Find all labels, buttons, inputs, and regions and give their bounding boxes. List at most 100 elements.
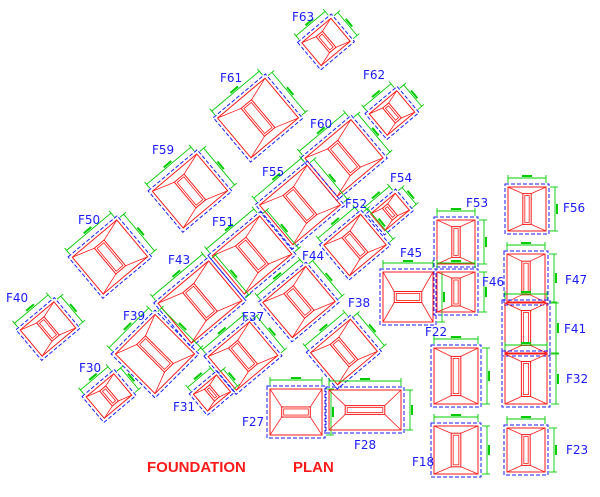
pedestal-inner [384,105,400,121]
pcc-outline [212,73,304,163]
pcc-outline [81,368,137,424]
pedestal-outline [451,226,461,258]
slope-line [316,204,341,215]
pcc-outline [153,255,247,349]
slope-line [338,318,351,338]
slope-line [506,427,522,435]
pedestal-inner [237,239,267,271]
pedestal-inner [176,176,204,206]
footing-label-f31: F31 [173,400,195,414]
dimension-tick [380,343,387,350]
footing-f46 [433,260,487,316]
slope-line [328,389,346,406]
dimension-line-width [211,70,260,112]
footing-label-f47: F47 [565,273,587,287]
pedestal-inner [524,195,530,223]
footing-label-f23: F23 [566,443,588,457]
slope-line [293,266,307,286]
slope-line [337,366,350,386]
slope-line [86,390,100,398]
dimension-text-mark [69,303,78,313]
slope-line [236,371,249,391]
pedestal-outline [450,355,462,397]
dimension-text-mark [291,377,301,379]
footing-label-f37: F37 [242,310,264,324]
footing-f51 [204,206,302,300]
dimension-text-mark [224,223,234,232]
footing-label-f45: F45 [400,246,422,260]
slope-line [173,353,195,364]
slope-line [102,273,117,295]
footing-f53 [433,208,487,268]
dimension-line-height [161,307,202,348]
footing-outline [504,353,548,405]
dimension-tick [308,258,316,265]
slope-line [245,215,261,238]
dimension-tick [108,210,115,218]
dimension-tick [363,206,371,213]
dimension-tick [309,157,317,163]
dimension-text-mark [451,414,461,416]
dimension-tick [389,236,396,243]
slope-line [105,373,115,387]
pcc-outline [67,215,153,299]
pedestal-outline [227,339,259,373]
pedestal-inner [395,293,421,301]
footing-label-f59: F59 [152,143,174,157]
footing-label-f44: F44 [302,249,324,263]
footing-label-f32: F32 [566,372,588,386]
pedestal-inner [96,242,124,272]
dimension-text-mark [485,287,487,297]
pcc-outline [365,188,415,236]
dimension-tick [256,68,263,76]
slope-line [145,314,156,336]
slope-line [382,302,395,323]
slope-line [421,302,434,323]
slope-line [301,36,317,44]
dimension-text-mark [411,405,413,415]
dimension-text-mark [332,407,334,417]
dimension-text-mark [406,190,415,200]
slope-line [531,224,547,232]
footing-label-f30: F30 [79,361,101,375]
dimension-text-mark [316,126,326,135]
dimension-tick [397,185,405,192]
dimension-text-mark [451,336,461,338]
slope-line [530,253,546,262]
slope-line [504,345,522,354]
dimension-tick [252,313,260,320]
title-plan: PLAN [293,459,334,476]
dimension-tick [208,365,215,373]
slope-line [384,219,393,231]
slope-line [397,209,410,216]
footing-f37 [200,312,288,396]
footing-outline [328,389,402,431]
dimension-text-mark [136,226,145,236]
slope-line [433,395,452,405]
pedestal-outline [520,361,532,397]
footing-outline [157,260,243,344]
footing-label-f27: F27 [242,415,264,429]
pcc-outline [379,268,437,326]
slope-line [182,207,197,229]
slope-line [207,400,215,412]
dimension-text-mark [123,322,132,331]
dimension-line-width [206,208,255,250]
dimension-text-mark [443,292,445,302]
dimension-text-mark [171,269,181,278]
pedestal-outline [326,139,362,177]
slope-line [357,351,378,360]
footing-label-f46: F46 [482,275,504,289]
footing-f61 [209,68,308,163]
pedestal-inner [452,434,460,466]
slope-line [367,244,387,253]
dimension-tick [251,206,258,214]
slope-line [259,195,284,206]
footing-label-f18: F18 [412,455,434,469]
footing-f38 [302,309,387,390]
pedestal-inner [522,363,530,395]
dimension-text-mark [557,374,559,384]
slope-line [208,347,229,357]
slope-line [313,301,336,311]
slope-line [274,117,299,128]
